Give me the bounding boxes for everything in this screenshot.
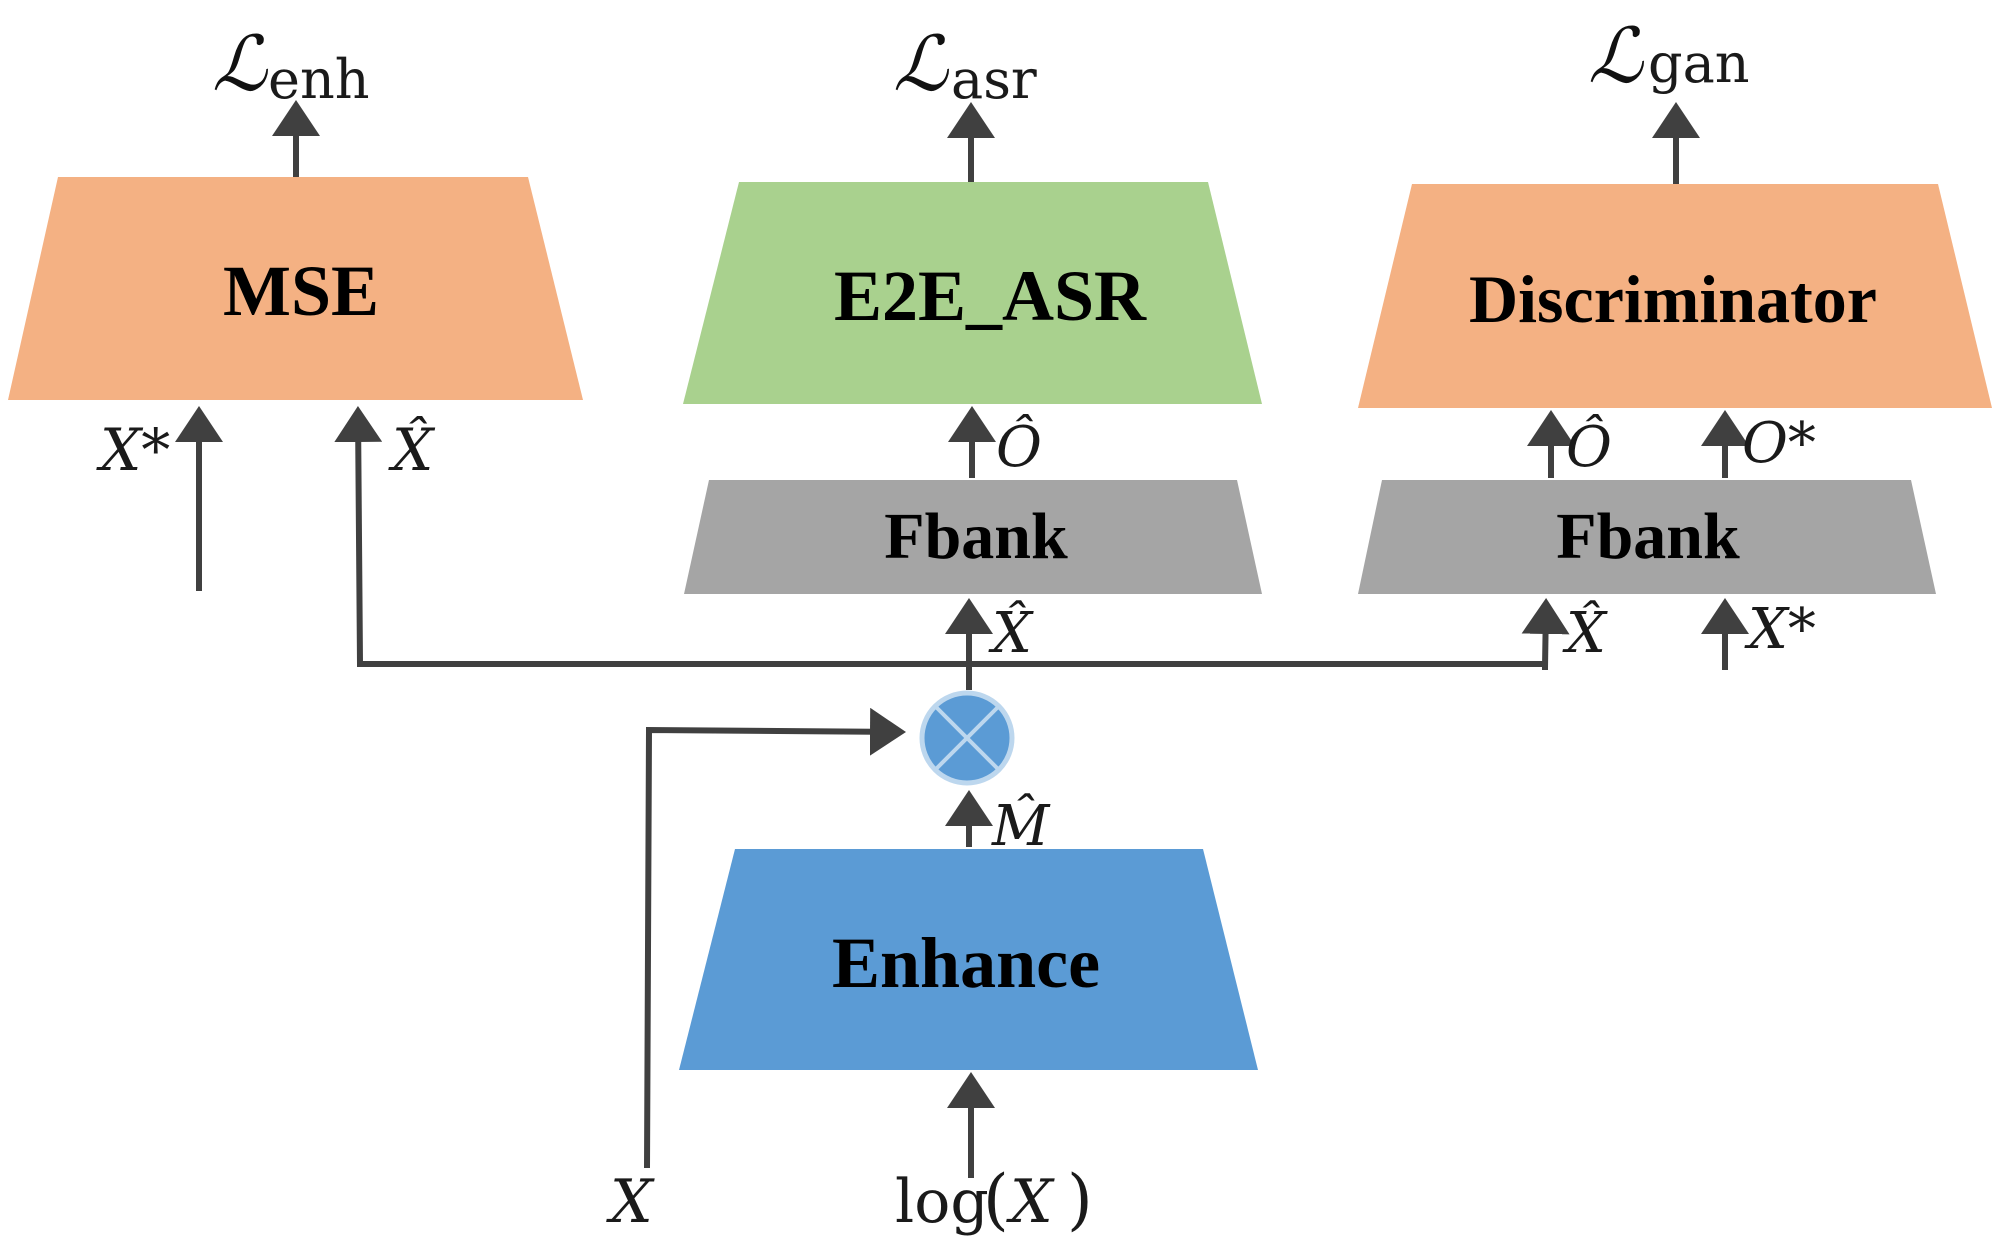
label-ohat-disc: Ô — [1566, 413, 1612, 480]
label-logx-close: ) — [1067, 1161, 1093, 1238]
label-mhat: M̂ — [991, 792, 1051, 859]
asr-block: E2E_ASR — [683, 182, 1262, 404]
loss-enh-subscript: enh — [268, 48, 370, 111]
fbank-disc-block: Fbank — [1358, 480, 1936, 594]
label-logx-fn: log — [895, 1167, 989, 1237]
enhance-label: Enhance — [832, 923, 1100, 1003]
discriminator-block: Discriminator — [1358, 184, 1992, 408]
label-logx-arg: X — [1006, 1167, 1055, 1237]
mse-label: MSE — [223, 251, 379, 331]
fbank-disc-trapezoid — [1358, 480, 1936, 594]
discriminator-trapezoid — [1358, 184, 1992, 408]
label-xstar-fbank-disc: X* — [1744, 597, 1816, 662]
loss-enh-symbol: ℒ — [212, 19, 269, 108]
label-xhat-fbank-asr: X̂ — [988, 599, 1034, 666]
mse-block: MSE — [8, 177, 583, 400]
label-x-input: X — [606, 1167, 655, 1237]
loss-gan-subscript: gan — [1648, 32, 1750, 95]
fbank-asr-trapezoid — [684, 480, 1262, 594]
multiply-icon — [919, 690, 1015, 786]
label-logx-open: ( — [983, 1161, 1009, 1238]
loss-asr-symbol: ℒ — [893, 19, 950, 108]
loss-asr: ℒ asr — [893, 19, 1037, 111]
label-ohat-asr: Ô — [996, 413, 1042, 480]
enhance-block: Enhance — [679, 849, 1258, 1070]
loss-gan-symbol: ℒ — [1588, 11, 1645, 100]
discriminator-label: Discriminator — [1469, 261, 1877, 337]
label-ostar-disc: O* — [1742, 411, 1816, 476]
enhance-trapezoid — [679, 849, 1258, 1070]
asr-trapezoid — [683, 182, 1262, 404]
arrow-xhat-to-fbank-disc — [1521, 598, 1570, 669]
label-xhat-mse: X̂ — [388, 415, 436, 484]
loss-asr-subscript: asr — [951, 48, 1037, 111]
label-logx: log ( X ) — [895, 1161, 1093, 1238]
loss-enh: ℒ enh — [212, 19, 370, 111]
mse-trapezoid — [8, 177, 583, 400]
loss-gan: ℒ gan — [1588, 11, 1750, 100]
label-xstar-mse: X* — [96, 416, 170, 484]
asr-label: E2E_ASR — [834, 256, 1147, 336]
fbank-asr-label: Fbank — [884, 500, 1068, 573]
fbank-asr-block: Fbank — [684, 480, 1262, 594]
label-xhat-fbank-disc: X̂ — [1562, 599, 1608, 666]
fbank-disc-label: Fbank — [1556, 500, 1740, 573]
wire-x-to-multiply — [644, 707, 906, 1169]
